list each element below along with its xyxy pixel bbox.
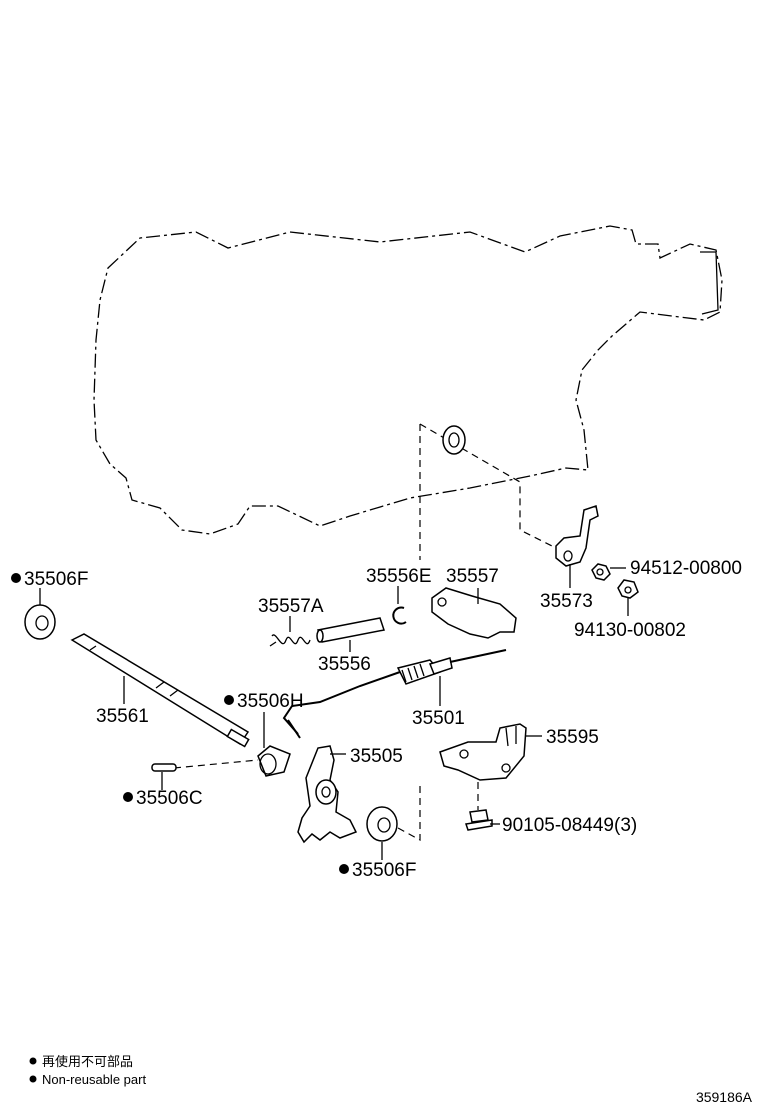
diagram-code: 359186A — [696, 1089, 753, 1105]
non-reusable-dot-35506f-top — [11, 573, 21, 583]
collar-35506h-icon — [257, 745, 291, 777]
legend-dot-english — [29, 1075, 37, 1083]
label-35556: 35556 — [318, 654, 371, 675]
label-35556e: 35556E — [366, 566, 432, 587]
label-90105-08449: 90105-08449(3) — [502, 815, 637, 836]
label-35506h: 35506H — [237, 691, 304, 712]
seal-35506f-top-icon — [24, 604, 56, 640]
pin-35556-icon — [316, 617, 385, 643]
label-94130-00802: 94130-00802 — [574, 620, 686, 641]
non-reusable-dot-35506c — [123, 792, 133, 802]
nut-94512-icon — [591, 563, 611, 581]
transmission-case-outline — [93, 225, 723, 535]
case-seal-hole — [442, 425, 466, 455]
pin-35506c-icon — [151, 763, 177, 772]
label-35506f-top: 35506F — [24, 569, 88, 590]
leader-dash-2 — [419, 423, 557, 549]
label-35557: 35557 — [446, 566, 499, 587]
bolt-90105-icon — [465, 809, 493, 831]
label-35595: 35595 — [546, 727, 599, 748]
leader-dash-3 — [397, 786, 421, 842]
case-output-flange — [700, 251, 719, 315]
cable-35501-icon — [282, 649, 507, 739]
label-35506f-bottom: 35506F — [352, 860, 416, 881]
seal-35506f-bottom-icon — [366, 806, 398, 842]
label-35561: 35561 — [96, 706, 149, 727]
lever-35505-icon — [297, 745, 358, 844]
shaft-35561-icon — [70, 633, 250, 748]
legend-dot-japanese — [29, 1057, 37, 1065]
bracket-35573-icon — [555, 505, 599, 567]
label-35505: 35505 — [350, 746, 403, 767]
lever-35557-icon — [431, 587, 517, 639]
non-reusable-dot-35506h — [224, 695, 234, 705]
non-reusable-dot-35506f-bottom — [339, 864, 349, 874]
label-35573: 35573 — [540, 591, 593, 612]
label-35506c: 35506C — [136, 788, 203, 809]
label-35557a: 35557A — [258, 596, 324, 617]
nut-94130-icon — [617, 579, 639, 599]
label-94512-00800: 94512-00800 — [630, 558, 742, 579]
legend-english: Non-reusable part — [42, 1072, 146, 1087]
bracket-35595-icon — [439, 723, 527, 781]
clip-35556e-icon — [392, 606, 407, 625]
leader-dash-4 — [173, 759, 259, 769]
spring-35557a-icon — [269, 634, 311, 647]
label-35501: 35501 — [412, 708, 465, 729]
legend-japanese: 再使用不可部品 — [42, 1054, 133, 1069]
